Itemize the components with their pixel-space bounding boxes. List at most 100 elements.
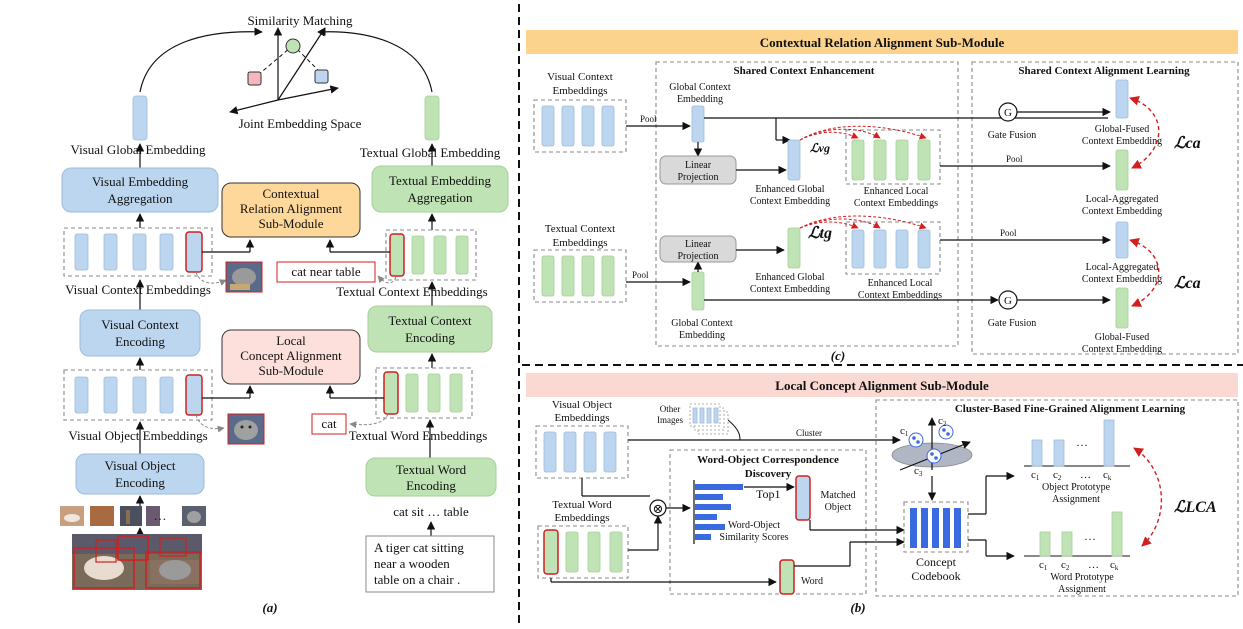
loss-lca: ℒLCA: [1174, 499, 1217, 516]
visual-embedding-aggregation-box: [61, 167, 219, 213]
local-aggregated-bottom-bar: [1115, 221, 1129, 259]
textual-embedding-aggregation-line2: Aggregation: [408, 190, 473, 205]
gate-symbol-bottom: G: [1004, 295, 1012, 307]
object-hist-c2: c2: [1053, 469, 1062, 482]
visual-object-embeddings-b-line1: Visual Object: [552, 399, 612, 411]
textual-word-embeddings-b-group: [537, 525, 629, 579]
global-context-embedding-top-line1: Global Context: [669, 82, 731, 93]
word-prototype-line1: Word Prototype: [1050, 572, 1114, 583]
word-prototype-histogram: [1024, 511, 1130, 557]
visual-object-embeddings-label: Visual Object Embeddings: [68, 428, 207, 443]
enhanced-global-top-line1: Enhanced Global: [755, 184, 824, 195]
local-aggregated-top-bar: [1115, 149, 1129, 191]
loss-tg: ℒtg: [808, 225, 832, 242]
enhanced-global-bottom-line2: Context Embedding: [750, 284, 830, 295]
local-concept-line2: Concept Alignment: [240, 348, 342, 363]
contextual-relation-alignment-box: [221, 182, 361, 238]
cluster-alignment-box: [875, 399, 1239, 597]
shared-context-enhancement-box: [655, 61, 959, 347]
caption-b: (b): [850, 600, 865, 615]
concept-codebook-line1: Concept: [916, 555, 957, 569]
otimes-symbol: ⊗: [653, 501, 664, 516]
visual-object-encoding-box: [75, 453, 205, 495]
global-context-embedding-top-bar: [691, 105, 705, 143]
similarity-scores-line2: Similarity Scores: [719, 532, 788, 543]
cat-word-box: [311, 413, 347, 435]
cat-word-text: cat: [321, 416, 337, 431]
local-concept-title-bar: [526, 373, 1238, 397]
linear-projection-top-line1: Linear: [685, 160, 712, 171]
local-aggregated-bottom-line1: Local-Aggregated: [1086, 262, 1159, 273]
local-concept-line1: Local: [276, 333, 306, 348]
matched-object-line2: Object: [825, 502, 852, 513]
textual-global-embedding-label: Textual Global Embedding: [360, 145, 501, 160]
global-fused-bottom-line2: Context Embedding: [1082, 344, 1162, 355]
global-context-embedding-bottom-line1: Global Context: [671, 318, 733, 329]
global-context-embedding-top-line2: Embedding: [677, 94, 723, 105]
gate-fusion-top-label: Gate Fusion: [988, 130, 1037, 141]
enhanced-local-bottom-line2: Context Embeddings: [858, 290, 942, 301]
textual-context-embeddings-c-group: [533, 249, 627, 303]
word-hist-c1: c1: [1039, 559, 1048, 572]
caption-a: (a): [262, 600, 277, 615]
linear-projection-top-line2: Projection: [677, 172, 718, 183]
panel-c: Contextual Relation Alignment Sub-Module…: [526, 30, 1239, 363]
linear-projection-bottom-box: [659, 235, 737, 263]
object-prototype-histogram: [1024, 419, 1130, 467]
visual-object-encoding-line2: Encoding: [115, 475, 165, 490]
word-hist-dots: …: [1084, 529, 1096, 543]
input-image: [72, 534, 202, 590]
textual-embedding-aggregation-line1: Textual Embedding: [389, 173, 491, 188]
enhanced-local-bottom-line1: Enhanced Local: [868, 278, 933, 289]
visual-embedding-aggregation-line1: Visual Embedding: [92, 174, 189, 189]
enhanced-local-top-line1: Enhanced Local: [864, 186, 929, 197]
loss-ca-top: ℒca: [1174, 135, 1201, 152]
word-hist-c2: c2: [1061, 559, 1070, 572]
visual-context-embeddings-c-group: [533, 99, 627, 153]
textual-word-embeddings-b-line2: Embeddings: [555, 512, 610, 524]
enhanced-global-bottom-bar: [787, 227, 801, 269]
linear-projection-bottom-line2: Projection: [677, 251, 718, 262]
linear-projection-bottom-line1: Linear: [685, 239, 712, 250]
gate-symbol-top: G: [1004, 107, 1012, 119]
textual-context-encoding-line2: Encoding: [405, 330, 455, 345]
local-concept-title: Local Concept Alignment Sub-Module: [775, 378, 989, 393]
textual-global-embedding-bar: [424, 95, 440, 141]
cat-near-table-text: cat near table: [291, 264, 361, 279]
sentence-line2: near a wooden: [374, 556, 450, 571]
visual-object-encoding-line1: Visual Object: [104, 458, 175, 473]
shared-context-enhancement-title: Shared Context Enhancement: [734, 65, 875, 77]
word-label: Word: [801, 576, 823, 587]
enhanced-local-bottom-group: [845, 221, 941, 275]
textual-context-encoding-line1: Textual Context: [388, 313, 472, 328]
sentence-box: [365, 535, 495, 593]
joint-embedding-space-label: Joint Embedding Space: [239, 116, 362, 131]
visual-object-embeddings-group: [63, 369, 213, 421]
textual-word-embeddings-b-line1: Textual Word: [552, 499, 612, 511]
contextual-title-bar: [526, 30, 1238, 54]
object-prototype-line1: Object Prototype: [1042, 482, 1111, 493]
word-bar: [779, 559, 795, 595]
matched-object-bar: [795, 475, 811, 521]
local-aggregated-bottom-line2: Context Embedding: [1082, 274, 1162, 285]
crop-ellipsis: …: [154, 508, 167, 523]
cat-object-image: [227, 413, 265, 445]
contextual-relation-line2: Relation Alignment: [240, 201, 343, 216]
word-hist-ck: ck: [1110, 559, 1119, 572]
object-prototype-line2: Assignment: [1052, 494, 1100, 505]
top1-label: Top1: [756, 487, 781, 501]
global-fused-top-bar: [1115, 79, 1129, 119]
cat-near-table-box: [276, 261, 376, 283]
textual-context-embeddings-label: Textual Context Embeddings: [336, 284, 487, 299]
textual-context-embeddings-c-line1: Textual Context: [545, 223, 615, 235]
object-hist-dots2: …: [1080, 469, 1091, 481]
enhanced-local-top-group: [845, 129, 941, 185]
cluster-c3-label: c3: [914, 465, 923, 478]
textual-embedding-aggregation-box: [371, 165, 509, 213]
contextual-title: Contextual Relation Alignment Sub-Module: [760, 35, 1005, 50]
pool-label-1: Pool: [640, 114, 657, 124]
concept-codebook-line2: Codebook: [911, 569, 960, 583]
object-crop-images: [60, 506, 206, 526]
panel-b: Local Concept Alignment Sub-Module Visua…: [526, 373, 1239, 615]
